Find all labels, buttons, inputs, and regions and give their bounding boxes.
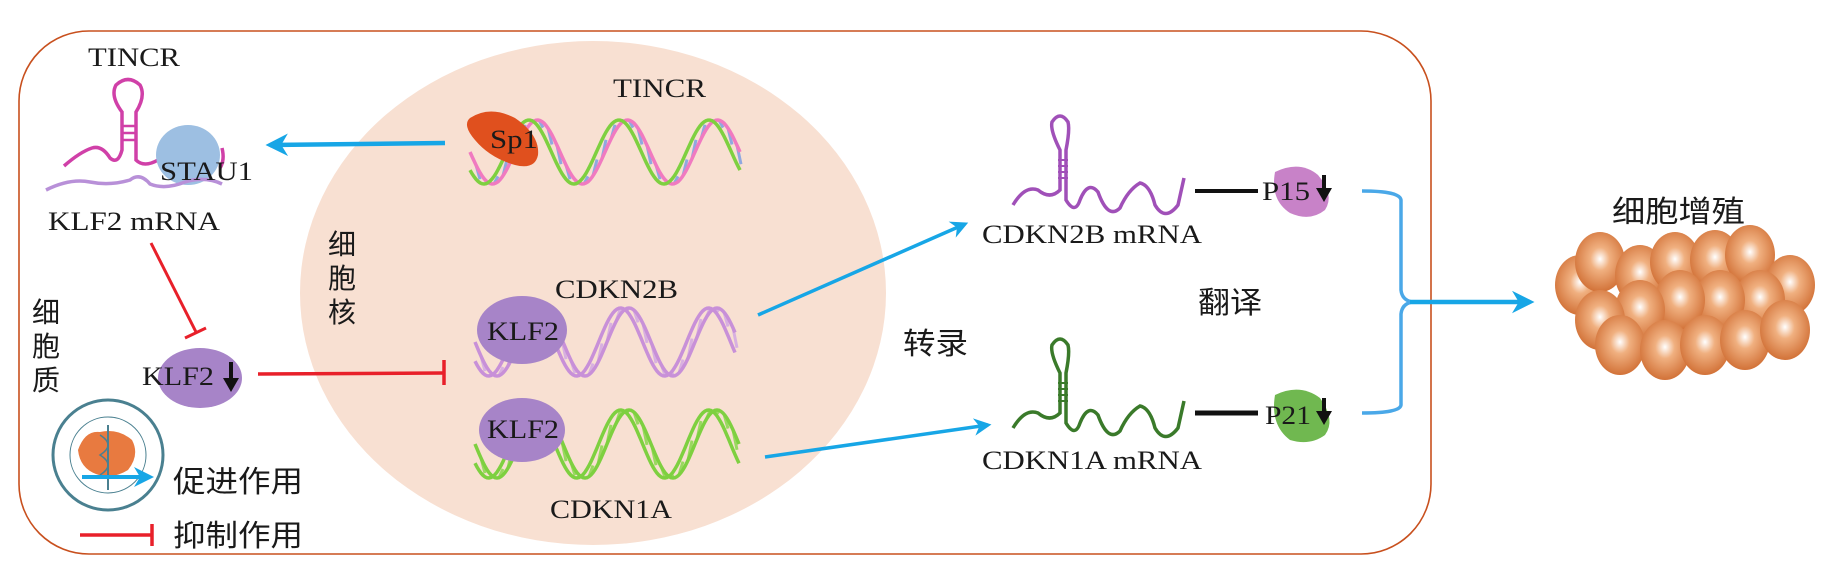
sp1-protein [466,111,539,167]
inhibit-arrow-klf2-to-genes [257,360,446,385]
legend-inhibit-label: 抑制作用 [173,519,303,554]
proliferating-cells-cluster [1555,225,1815,380]
sp1-label: Sp1 [490,125,538,154]
tincr-hairpin-rna-icon [62,77,225,169]
inhibit-arrow-mrna-to-klf2 [149,242,207,340]
stau1-protein [156,125,220,185]
cdkn1a-mrna-label: CDKN1A mRNA [982,446,1202,475]
transcription-arrow-cdkn1a [764,418,992,459]
svg-text:核: 核 [328,296,356,329]
transcription-arrow-cdkn2b [757,221,969,317]
cell-proliferation-label: 细胞增殖 [1612,195,1745,230]
cdkn1a-gene-label: CDKN1A [550,495,672,524]
cdkn1a-mrna-hairpin-icon [1011,337,1186,439]
svg-text:质: 质 [32,364,60,397]
cytoplasm-label: 细 胞 质 [32,296,60,397]
down-arrow-icon [1316,175,1332,202]
p21-label: P21 [1265,401,1311,430]
p15-label: P15 [1262,177,1310,206]
svg-text:胞: 胞 [328,262,356,295]
chinese-medical-association-logo [51,398,165,512]
proliferating-cell [1575,232,1625,292]
legend-inhibit-symbol [80,524,154,546]
proliferating-cell [1595,315,1645,375]
tincr-nucleus-label: TINCR [613,74,707,103]
klf2-on-cdkn2b-label: KLF2 [487,317,559,346]
legend-promote-label: 促进作用 [173,465,303,500]
svg-text:胞: 胞 [32,330,60,363]
klf2-protein-cytoplasm [158,348,242,408]
proliferating-cell [1760,300,1810,360]
klf2-mrna-label: KLF2 mRNA [48,207,220,236]
proliferating-cell [1720,310,1770,370]
tincr-cytoplasm-label: TINCR [88,43,181,72]
klf2-on-cdkn1a-label: KLF2 [487,415,559,444]
cell-membrane [18,30,1432,555]
klf2-cytoplasm-label: KLF2 [142,362,214,391]
cdkn2b-gene-label: CDKN2B [555,275,678,304]
klf2-protein-on-cdkn1a [479,398,565,462]
proliferating-cell [1725,225,1775,285]
klf2-mrna-strand [45,175,223,192]
proliferating-cell [1640,320,1690,380]
cdkn2b-mrna-label: CDKN2B mRNA [982,220,1202,249]
klf2-protein-on-cdkn2b [477,296,567,364]
translation-label: 翻译 [1198,286,1262,321]
down-arrow-icon [223,362,239,392]
svg-text:细: 细 [328,228,356,261]
nucleus-label: 细 胞 核 [328,228,356,329]
stau1-label: STAU1 [160,157,253,186]
promote-arrow-tincr-to-cytoplasm [265,133,446,157]
p15-protein [1274,166,1329,217]
p21-protein [1274,389,1330,443]
proliferating-cell [1680,315,1730,375]
proliferating-cell [1655,270,1705,330]
down-arrow-icon [1316,398,1332,425]
cdkn2b-mrna-hairpin-icon [1011,114,1186,216]
svg-text:细: 细 [32,296,60,329]
transcription-label: 转录 [903,327,968,362]
convergence-bracket [1361,189,1413,415]
